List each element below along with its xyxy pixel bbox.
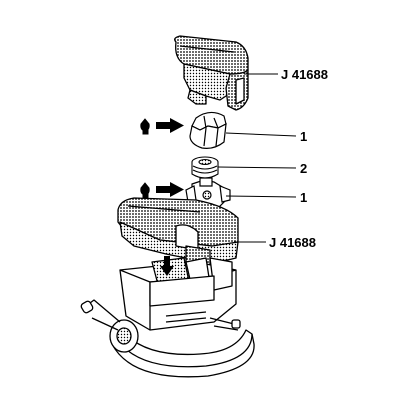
apply-arrow-upper xyxy=(156,118,184,133)
part-1-upper xyxy=(189,111,227,149)
callout-part-1-upper: 1 xyxy=(300,129,307,144)
grease-drop-icon xyxy=(140,118,150,135)
insertion-arrow xyxy=(160,256,174,276)
part-2-spring xyxy=(191,156,219,179)
callout-part-2: 2 xyxy=(300,161,307,176)
bench-vise xyxy=(80,257,255,378)
callout-tool-lower: J 41688 xyxy=(269,235,316,250)
callout-tool-upper: J 41688 xyxy=(281,67,328,82)
upper-tool xyxy=(174,35,249,111)
grease-drop-icon xyxy=(140,182,150,199)
apply-arrow-lower xyxy=(156,182,184,197)
callout-part-1-lower: 1 xyxy=(300,190,307,205)
leader-lines xyxy=(217,73,297,243)
